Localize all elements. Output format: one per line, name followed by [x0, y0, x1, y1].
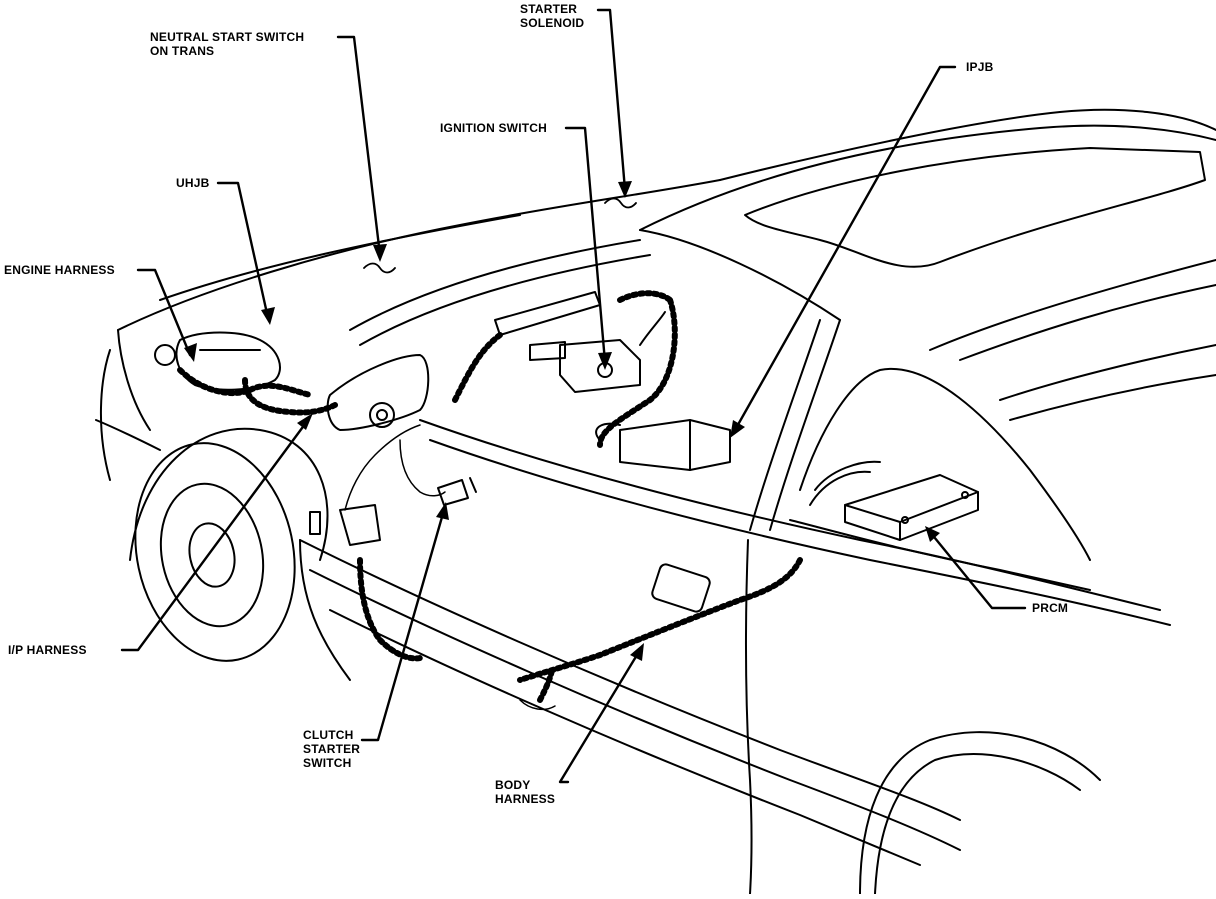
sill-harness-wire: [537, 667, 555, 703]
label-neutral-start-switch: NEUTRAL START SWITCH ON TRANS: [150, 30, 304, 58]
body-harness-wire: [517, 557, 803, 683]
leader-prcm: [928, 530, 1027, 610]
leader-clutch-starter: [360, 508, 446, 742]
label-ignition-switch: IGNITION SWITCH: [440, 121, 547, 135]
label-clutch-starter-switch: CLUTCH STARTER SWITCH: [303, 728, 360, 770]
leader-lines: [120, 8, 1027, 784]
squiggle-markers: [363, 197, 637, 274]
label-clutch-line3: SWITCH: [303, 756, 352, 770]
label-clutch-line2: STARTER: [303, 742, 361, 756]
label-starter-solenoid: STARTER SOLENOID: [520, 2, 584, 30]
ipjb-harness-wire: [597, 297, 678, 448]
harness-wires: [177, 290, 803, 703]
leader-neutral-start: [336, 35, 382, 257]
ip-harness-wire: [242, 377, 338, 416]
label-neutral-start-line1: NEUTRAL START SWITCH: [150, 30, 305, 44]
small-wires: [344, 424, 556, 711]
label-prcm: PRCM: [1032, 601, 1069, 615]
label-body-harness-line1: BODY: [495, 778, 531, 792]
lower-dash-harness-wire: [357, 557, 423, 662]
label-ipjb: IPJB: [966, 60, 994, 74]
leader-uhjb: [216, 181, 270, 320]
leader-ignition-switch: [564, 126, 607, 364]
label-engine-harness: ENGINE HARNESS: [4, 263, 115, 277]
leader-starter-solenoid: [596, 8, 627, 192]
leader-arrowheads: [184, 181, 940, 661]
prcm-module: [809, 460, 979, 541]
car-body: [95, 108, 1216, 895]
engine-harness-wire: [177, 367, 313, 398]
leader-body-harness: [558, 648, 642, 784]
ignition-harness-wire: [617, 290, 673, 303]
label-body-harness: BODY HARNESS: [495, 778, 555, 806]
ignition-switch-assembly: [494, 291, 666, 393]
dash-harness-wire: [452, 332, 503, 403]
clutch-starter-switch: [339, 477, 477, 546]
label-ip-harness: I/P HARNESS: [8, 643, 87, 657]
label-clutch-line1: CLUTCH: [303, 728, 354, 742]
label-uhjb: UHJB: [176, 176, 210, 190]
label-neutral-start-line2: ON TRANS: [150, 44, 215, 58]
label-starter-solenoid-line1: STARTER: [520, 2, 578, 16]
uhjb-engine-bay: [154, 331, 281, 391]
instrument-pod: [326, 354, 430, 431]
leader-ip-harness: [120, 418, 310, 652]
leader-ipjb: [733, 65, 957, 432]
label-body-harness-line2: HARNESS: [495, 792, 556, 806]
leader-engine-harness: [136, 268, 192, 357]
label-starter-solenoid-line2: SOLENOID: [520, 16, 585, 30]
ipjb-box: [595, 419, 731, 471]
